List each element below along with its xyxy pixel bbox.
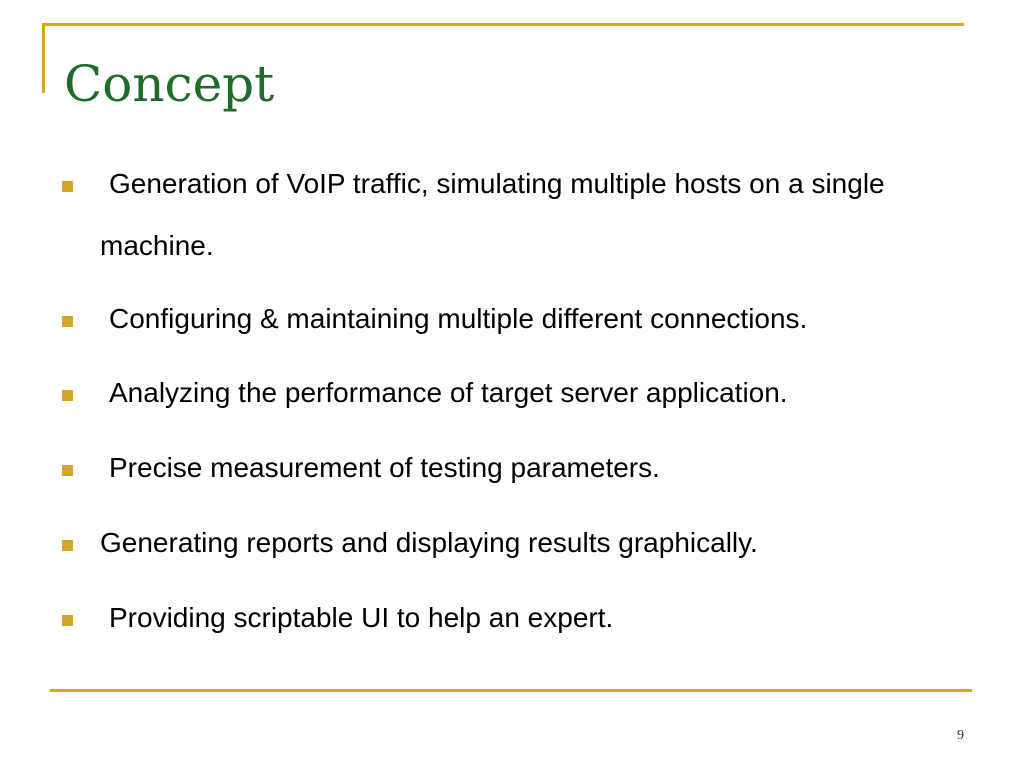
bullet-text-2: Configuring & maintaining multiple diffe… (109, 303, 808, 334)
square-bullet-icon (62, 316, 73, 327)
bullet-text-4: Precise measurement of testing parameter… (109, 452, 660, 483)
slide-title: Concept (64, 55, 275, 113)
frame-top-rule (42, 23, 964, 26)
frame-left-rule (42, 23, 45, 93)
square-bullet-icon (62, 615, 73, 626)
square-bullet-icon (62, 540, 73, 551)
bullet-text-1: Generation of VoIP traffic, simulating m… (100, 168, 885, 261)
bullet-text-5: Generating reports and displaying result… (100, 527, 758, 558)
page-number: 9 (957, 728, 964, 743)
footer-rule (50, 689, 972, 692)
bullet-text-6: Providing scriptable UI to help an exper… (109, 602, 614, 633)
square-bullet-icon (62, 390, 73, 401)
square-bullet-icon (62, 465, 73, 476)
square-bullet-icon (62, 181, 73, 192)
bullet-text-3: Analyzing the performance of target serv… (109, 377, 788, 408)
